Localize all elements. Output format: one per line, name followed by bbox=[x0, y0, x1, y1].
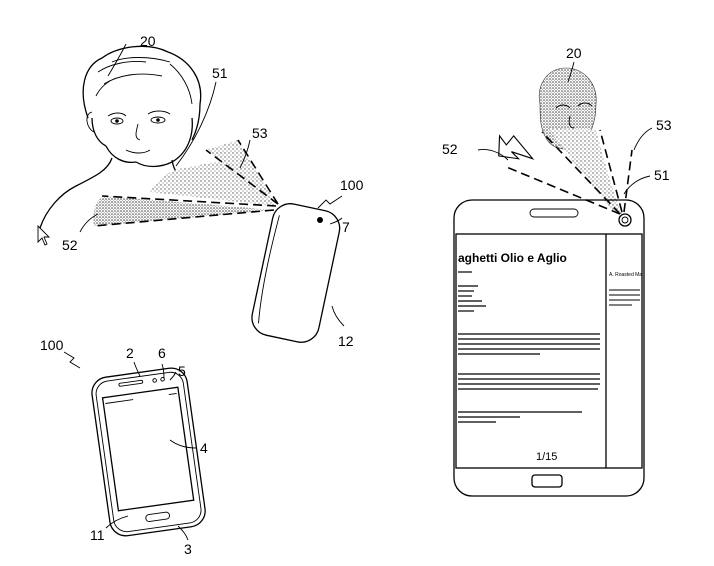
speaker-2 bbox=[119, 380, 143, 386]
label-100-left: 100 bbox=[340, 177, 364, 193]
label-3-bottom: 3 bbox=[184, 541, 192, 557]
sensor-7-dot bbox=[317, 217, 323, 223]
reader-screen bbox=[456, 234, 642, 468]
label-2-bottom: 2 bbox=[126, 345, 134, 361]
label-11-bottom: 11 bbox=[90, 527, 105, 543]
label-52-right: 52 bbox=[442, 141, 458, 157]
camera-6 bbox=[153, 378, 157, 382]
home-button-11 bbox=[145, 512, 170, 522]
label-7-left: 7 bbox=[342, 219, 350, 235]
device-back-view bbox=[249, 200, 343, 345]
label-53-right: 53 bbox=[656, 117, 672, 133]
right-scene: aghetti Olio e Aglio bbox=[442, 45, 672, 496]
recipe-title: aghetti Olio e Aglio bbox=[458, 251, 567, 265]
label-100-bottom: 100 bbox=[40, 337, 64, 353]
display-4 bbox=[103, 387, 194, 510]
label-20-right: 20 bbox=[566, 45, 582, 61]
home-button-right bbox=[532, 475, 562, 487]
sensor-camera bbox=[619, 214, 631, 226]
device-reading-view: aghetti Olio e Aglio bbox=[454, 200, 644, 496]
label-53-left: 53 bbox=[252, 125, 268, 141]
label-51-right: 51 bbox=[654, 167, 670, 183]
page-indicator: 1/15 bbox=[536, 451, 557, 463]
side-column-text bbox=[609, 290, 640, 305]
side-column-heading: A. Roasted Ma bbox=[609, 272, 642, 278]
label-20-left: 20 bbox=[140, 33, 156, 49]
label-51-left: 51 bbox=[212, 65, 228, 81]
recipe-body-text bbox=[458, 272, 600, 422]
label-52-left: 52 bbox=[62, 237, 78, 253]
bottom-left-scene: 100 2 6 5 4 11 3 bbox=[40, 337, 208, 557]
top-left-scene: 20 51 53 52 100 7 12 bbox=[38, 33, 364, 349]
device-front-view bbox=[90, 366, 207, 538]
label-6-bottom: 6 bbox=[158, 345, 166, 361]
label-4-bottom: 4 bbox=[200, 440, 208, 456]
speaker-slot bbox=[530, 209, 578, 217]
label-12-left: 12 bbox=[338, 333, 354, 349]
cursor-icon bbox=[38, 226, 49, 245]
label-5-bottom: 5 bbox=[178, 363, 186, 379]
direction-arrow bbox=[497, 134, 536, 161]
